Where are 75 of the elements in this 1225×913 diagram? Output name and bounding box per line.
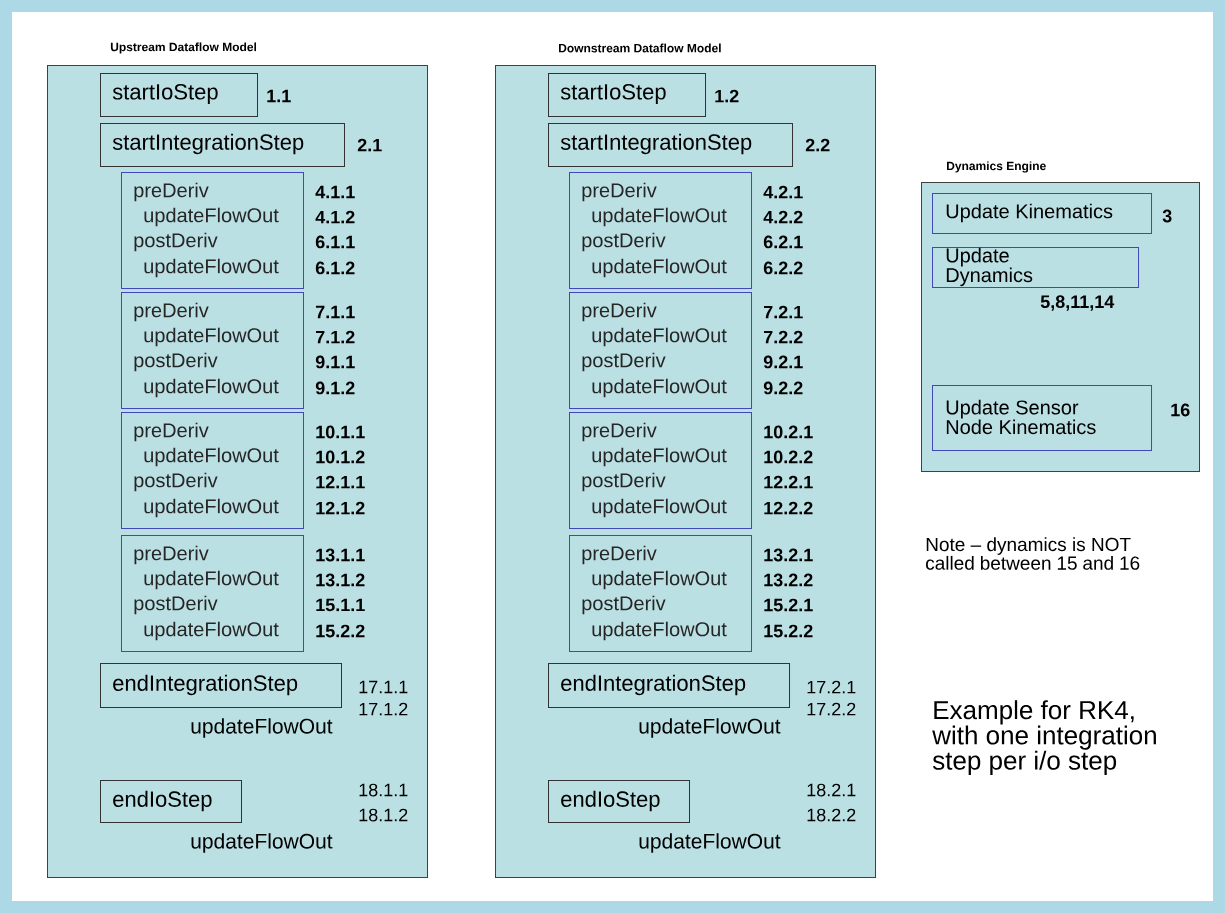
step-number: 12.2.1	[764, 475, 813, 489]
step-number: 7.2.2	[764, 330, 803, 344]
step-number: 4.2.2	[763, 210, 803, 224]
call-label: updateFlowOut	[639, 718, 781, 738]
step-number: 17.1.1	[359, 680, 408, 694]
step-number: 16	[1171, 403, 1190, 417]
step-number: 9.2.1	[763, 355, 803, 369]
panel-title: Downstream Dataflow Model	[559, 43, 721, 53]
step-number: 18.2.1	[807, 783, 856, 797]
step-number: 12.1.2	[316, 501, 365, 515]
step-box: Update Kinematics	[932, 193, 1152, 234]
step-number: 6.2.2	[763, 261, 803, 275]
step-number: 9.1.2	[315, 381, 355, 395]
step-box: startIoStep	[548, 73, 706, 117]
note-text: Note – dynamics is NOT called between 15 and 16	[926, 537, 1140, 570]
step-number: 1.2	[715, 89, 739, 103]
step-box: Update Sensor Node Kinematics	[932, 385, 1152, 451]
step-number: 17.1.2	[359, 702, 408, 716]
step-number: 10.2.2	[764, 450, 813, 464]
call-label: updateFlowOut	[639, 833, 781, 853]
step-number: 6.1.2	[315, 261, 355, 275]
panel-title: Upstream Dataflow Model	[110, 42, 256, 54]
step-number: 2.1	[357, 138, 382, 152]
step-number: 4.2.1	[763, 185, 803, 199]
step-number: 10.2.1	[764, 425, 813, 439]
step-number: 15.2.1	[764, 598, 813, 612]
step-box: preDeriv updateFlowOut postDeriv updateFlowOut	[569, 535, 752, 652]
step-number: 12.2.2	[764, 501, 813, 515]
step-number: 18.1.1	[359, 783, 408, 797]
step-number: 13.1.2	[316, 573, 365, 587]
step-box: preDeriv updateFlowOut postDeriv updateFlowOut	[121, 172, 304, 289]
step-number: 9.1.1	[315, 355, 355, 369]
step-number: 10.1.2	[316, 450, 365, 464]
step-number: 9.2.2	[763, 381, 803, 395]
step-box: Update Dynamics	[932, 247, 1139, 288]
step-number: 17.2.2	[807, 702, 856, 716]
step-number: 6.1.1	[315, 235, 355, 249]
step-number: 13.2.2	[764, 573, 813, 587]
step-number: 7.1.2	[315, 330, 355, 344]
step-box: preDeriv updateFlowOut postDeriv updateFlowOut	[121, 535, 304, 652]
step-box: startIoStep	[100, 73, 258, 117]
step-number: 3	[1162, 209, 1172, 223]
step-number: 10.1.1	[316, 425, 365, 439]
step-number: 2.2	[805, 138, 830, 152]
step-number: 15.2.2	[764, 624, 813, 638]
step-number: 1.1	[267, 89, 291, 103]
step-number: 6.2.1	[763, 235, 803, 249]
step-number: 18.1.2	[359, 808, 408, 822]
step-box: preDeriv updateFlowOut postDeriv updateFlowOut	[569, 412, 752, 529]
example-note: Example for RK4, with one integration step per i/o step	[932, 700, 1156, 775]
step-box: endIoStep	[100, 780, 242, 823]
step-number: 4.1.1	[315, 185, 355, 199]
step-box: endIntegrationStep	[548, 663, 790, 708]
step-number: 7.2.1	[764, 305, 803, 319]
step-box: preDeriv updateFlowOut postDeriv updateFlowOut	[121, 412, 304, 529]
step-box: preDeriv updateFlowOut postDeriv updateFlowOut	[569, 292, 752, 409]
call-label: updateFlowOut	[191, 833, 333, 853]
panel-title: Dynamics Engine	[947, 161, 1046, 173]
step-number: 18.2.2	[807, 808, 856, 822]
step-number: 17.2.1	[807, 680, 856, 694]
step-box: preDeriv updateFlowOut postDeriv updateFlowOut	[121, 292, 304, 409]
step-box: startIntegrationStep	[548, 123, 793, 167]
step-number: 15.2.2	[316, 624, 365, 638]
step-number: 13.1.1	[316, 548, 365, 562]
step-box: startIntegrationStep	[100, 123, 345, 167]
step-box: endIoStep	[548, 780, 690, 823]
step-box: endIntegrationStep	[100, 663, 342, 708]
step-number: 15.1.1	[316, 598, 365, 612]
step-number: 5,8,11,14	[1040, 295, 1115, 311]
step-number: 12.1.1	[316, 475, 365, 489]
step-number: 4.1.2	[315, 210, 355, 224]
step-number: 13.2.1	[764, 548, 813, 562]
step-box: preDeriv updateFlowOut postDeriv updateFlowOut	[569, 172, 752, 289]
call-label: updateFlowOut	[191, 718, 333, 738]
step-number: 7.1.1	[315, 305, 355, 319]
